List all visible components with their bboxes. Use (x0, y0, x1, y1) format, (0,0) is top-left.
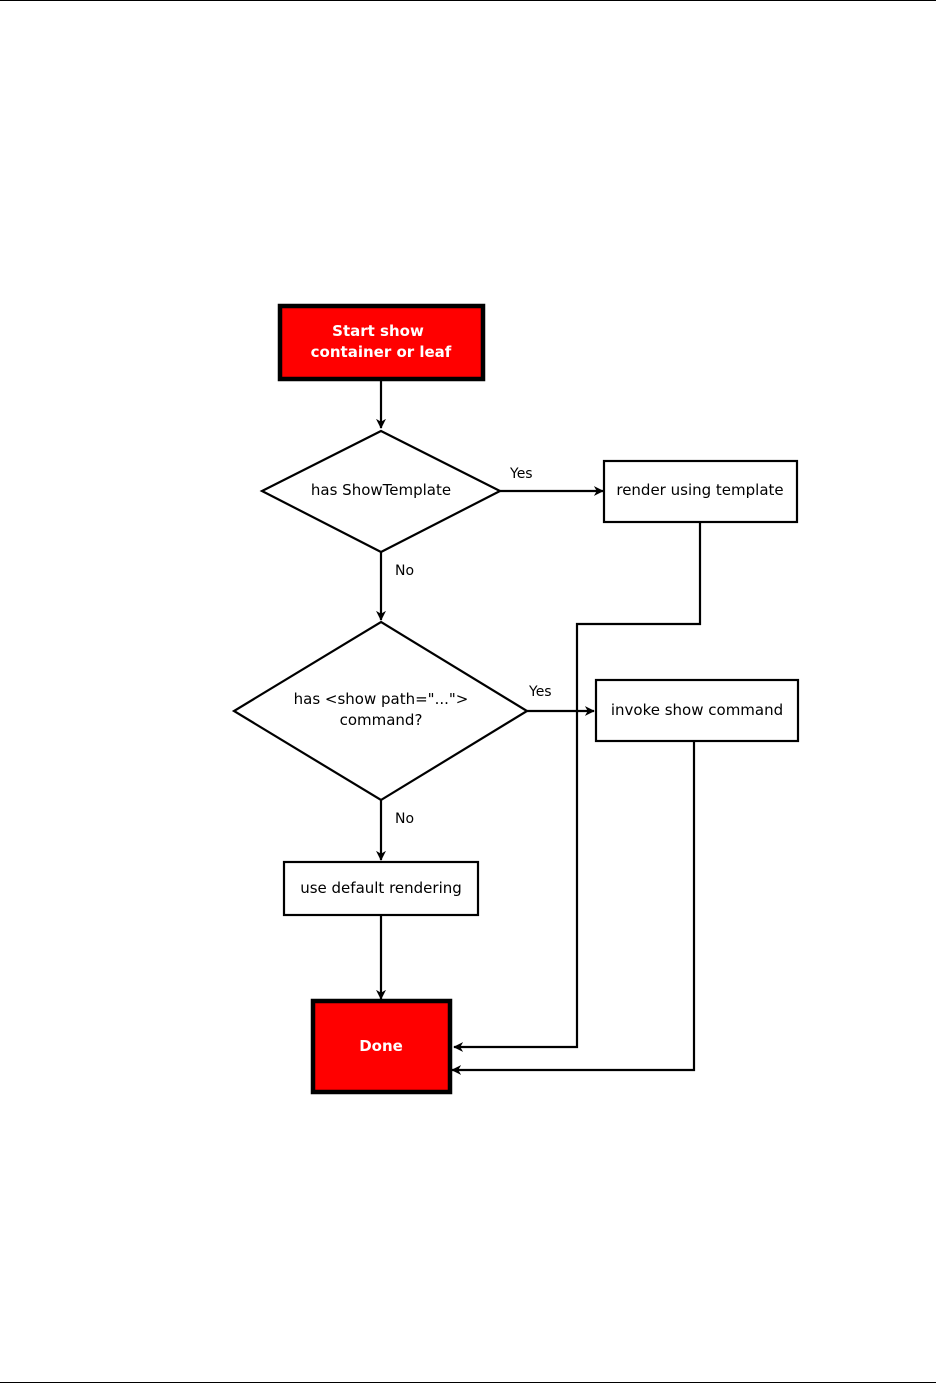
edge-invoke-show-to-done (451, 741, 696, 1075)
page-top-rule (0, 0, 936, 1)
start-node: Start show container or leaf (277, 303, 486, 382)
invoke-show-node: invoke show command (594, 678, 800, 743)
edge-label-show-path-no: No (395, 811, 414, 827)
decision-show-template: has ShowTemplate (259, 429, 503, 554)
render-template-box (602, 459, 799, 524)
invoke-show-label: invoke show command (611, 701, 783, 719)
decision-show-path-diamond (231, 620, 530, 802)
default-render-node: use default rendering (282, 860, 480, 917)
edges (376, 380, 702, 1075)
edge-label-show-path-yes: Yes (528, 684, 552, 700)
decision-show-path-label-line2: command? (340, 711, 423, 729)
start-node-label-line1: Start show (332, 322, 424, 340)
start-node-box (277, 303, 486, 382)
decision-show-path-label-line1: has <show path="..."> (294, 690, 469, 708)
invoke-show-box (594, 678, 800, 743)
done-node-box (310, 998, 453, 1095)
start-node-label-line2: container or leaf (311, 343, 452, 361)
edge-template-render-to-done (453, 522, 702, 1052)
default-render-box (282, 860, 480, 917)
decision-show-path: has <show path="..."> command? (231, 620, 530, 802)
decision-show-template-diamond (259, 429, 503, 554)
default-render-label: use default rendering (300, 879, 462, 897)
done-node: Done (310, 998, 453, 1095)
render-template-label: render using template (616, 481, 783, 499)
page-bottom-rule (0, 1382, 936, 1383)
edge-label-template-yes: Yes (509, 466, 533, 482)
done-node-label: Done (359, 1037, 403, 1055)
render-template-node: render using template (602, 459, 799, 524)
edge-label-template-no: No (395, 563, 414, 579)
decision-show-template-label: has ShowTemplate (311, 481, 451, 499)
